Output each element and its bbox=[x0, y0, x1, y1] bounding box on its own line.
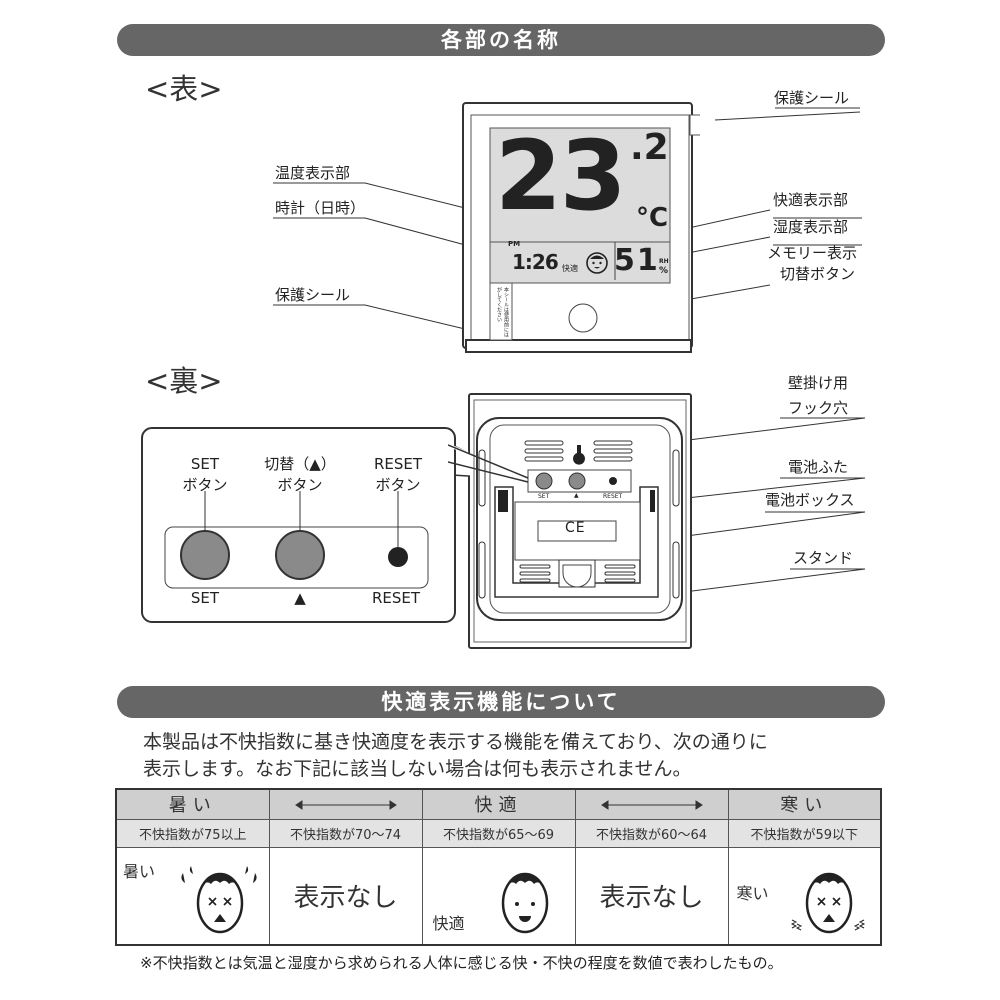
header-comfort: 快適 bbox=[421, 788, 576, 820]
lcd-temp-unit: °C bbox=[636, 203, 669, 233]
back-heading: <裏> bbox=[145, 364, 223, 398]
cell-hot: 暑い bbox=[115, 846, 270, 946]
cell-no-display-2: 表示なし bbox=[574, 846, 729, 946]
comfort-face-icon bbox=[501, 872, 548, 933]
header-arrow-1 bbox=[268, 788, 423, 820]
lcd-rh: RH bbox=[659, 258, 669, 265]
section-header-part-names: 各部の名称 bbox=[117, 24, 885, 56]
label-battery-box: 電池ボックス bbox=[765, 491, 855, 509]
lcd-comfort-face-icon bbox=[586, 252, 608, 274]
label-hook-1: 壁掛け用 bbox=[788, 374, 849, 392]
header-arrow-2 bbox=[574, 788, 729, 820]
lcd-comfort-text: 快適 bbox=[562, 264, 578, 273]
label-memory-button-1: メモリー表示 bbox=[767, 244, 858, 262]
front-heading: <表> bbox=[145, 72, 223, 106]
ce-mark: CE bbox=[565, 520, 586, 536]
lcd-temperature: 23 bbox=[495, 120, 627, 232]
front-device-illustration bbox=[462, 102, 700, 353]
label-humidity-display: 湿度表示部 bbox=[773, 218, 849, 236]
hot-face-icon bbox=[181, 865, 257, 933]
cell-no-display-1: 表示なし bbox=[268, 846, 423, 946]
back-device-illustration bbox=[468, 393, 692, 649]
label-temp-display: 温度表示部 bbox=[275, 164, 351, 182]
lcd-humidity: 51 bbox=[614, 243, 660, 278]
callout-bottom-reset: RESET bbox=[371, 589, 421, 607]
label-hook-2: フック穴 bbox=[788, 399, 849, 417]
range-cell: 不快指数が59以下 bbox=[727, 818, 882, 848]
label-stand: スタンド bbox=[793, 549, 854, 567]
label-battery-cover: 電池ふた bbox=[788, 458, 849, 476]
range-cell: 不快指数が75以上 bbox=[115, 818, 270, 848]
range-cell: 不快指数が60〜64 bbox=[574, 818, 729, 848]
double-arrow-icon bbox=[294, 799, 397, 810]
cell-comfort: 快適 bbox=[421, 846, 576, 946]
paragraph-line-2: 表示します。なお下記に該当しない場合は何も表示されません。 bbox=[143, 758, 692, 780]
header-hot: 暑い bbox=[115, 788, 270, 820]
range-cell: 不快指数が65〜69 bbox=[421, 818, 576, 848]
label-clock: 時計（日時） bbox=[275, 199, 366, 217]
paragraph-line-1: 本製品は不快指数に基き快適度を表示する機能を備えており、次の通りに bbox=[143, 731, 768, 753]
range-cell: 不快指数が70〜74 bbox=[268, 818, 423, 848]
label-memory-button-2: 切替ボタン bbox=[780, 265, 856, 283]
protective-seal-text: 本シールは使用前にはがしてください bbox=[496, 287, 509, 337]
lcd-pct: % bbox=[659, 266, 669, 276]
lcd-pm: PM bbox=[508, 240, 521, 248]
double-arrow-icon bbox=[600, 799, 703, 810]
back-small-label-switch: ▲ bbox=[574, 492, 579, 499]
back-small-label-reset: RESET bbox=[603, 493, 623, 500]
callout-bottom-set: SET bbox=[190, 589, 220, 607]
callout-bottom-switch: ▲ bbox=[294, 589, 306, 607]
label-comfort-display: 快適表示部 bbox=[773, 191, 849, 209]
lcd-time: 1:26 bbox=[512, 250, 559, 274]
footnote: ※不快指数とは気温と湿度から求められる人体に感じる快・不快の程度を数値で表わした… bbox=[140, 954, 783, 972]
callout-switch-label: 切替（▲）ボタン bbox=[264, 455, 336, 494]
cell-cold: 寒い bbox=[727, 846, 882, 946]
cold-face-icon bbox=[790, 872, 865, 933]
lcd-temperature-decimal: .2 bbox=[630, 127, 669, 168]
section-header-comfort: 快適表示機能について bbox=[117, 686, 885, 718]
header-cold: 寒い bbox=[727, 788, 882, 820]
button-callout-box bbox=[141, 427, 470, 623]
callout-pointer bbox=[448, 444, 529, 483]
back-small-label-set: SET bbox=[538, 493, 550, 500]
comfort-table: 暑い 快適 寒い 不快指数が75以上 不快指数が70〜74 不快指数が65〜69… bbox=[115, 788, 882, 946]
label-protective-seal-top: 保護シール bbox=[774, 89, 850, 107]
label-protective-seal-bottom: 保護シール bbox=[275, 286, 351, 304]
